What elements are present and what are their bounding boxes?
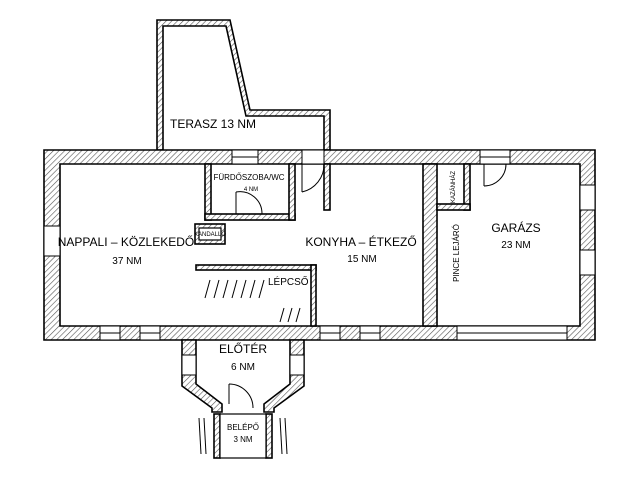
garage-wall [422, 163, 438, 327]
window-right-2 [579, 249, 596, 276]
garage-area: 23 NM [501, 240, 530, 251]
door-bathroom [235, 191, 263, 215]
vestibule-area: 6 NM [231, 362, 255, 373]
entrance-porch [198, 413, 288, 459]
vestibule-wall-right [263, 339, 305, 413]
living-room-name: NAPPALI – KÖZLEKEDŐ [58, 234, 195, 249]
vestibule-window-right [289, 354, 305, 376]
window-left [43, 225, 61, 257]
window-right-1 [579, 184, 596, 211]
bathroom-wall-left [204, 163, 212, 221]
entrance-area: 3 NM [233, 435, 252, 444]
boiler-wall-right [463, 163, 471, 211]
bathroom-area: 4 NM [244, 187, 258, 193]
kitchen-partition [323, 163, 331, 211]
kitchen-name: KONYHA – ÉTKEZŐ [305, 234, 416, 249]
stairs-label: LÉPCSŐ [268, 274, 309, 288]
kitchen-area: 15 NM [347, 254, 376, 265]
outer-wall [43, 149, 596, 341]
vestibule-name: ELŐTÉR [219, 341, 267, 356]
boiler-room-label: KAZÁNHÁZ [450, 171, 457, 203]
door-entry [228, 383, 254, 409]
fireplace-label: KANDALLÓ [194, 231, 226, 238]
bathroom-wall-bottom [204, 213, 296, 221]
entrance-name: BELÉPŐ [227, 423, 259, 432]
cellar-stairs-label: PINCE LEJÁRÓ [452, 224, 461, 282]
bathroom-wall-right [288, 163, 296, 221]
vestibule-wall [181, 339, 223, 413]
door-terrace [301, 149, 325, 193]
stair-wall-right [310, 264, 317, 327]
fireplace-box [198, 227, 222, 241]
boiler-wall-bottom [436, 203, 471, 211]
stair-wall-top [195, 264, 317, 271]
living-room-area: 37 NM [112, 256, 141, 267]
staircase [204, 279, 301, 323]
garage-name: GARÁZS [491, 220, 540, 235]
bathroom-name: FÜRDŐSZOBA/WC [213, 173, 284, 182]
terrace-label: TERASZ 13 NM [170, 117, 256, 131]
door-boiler [483, 163, 507, 187]
vestibule-window-left [181, 354, 197, 376]
